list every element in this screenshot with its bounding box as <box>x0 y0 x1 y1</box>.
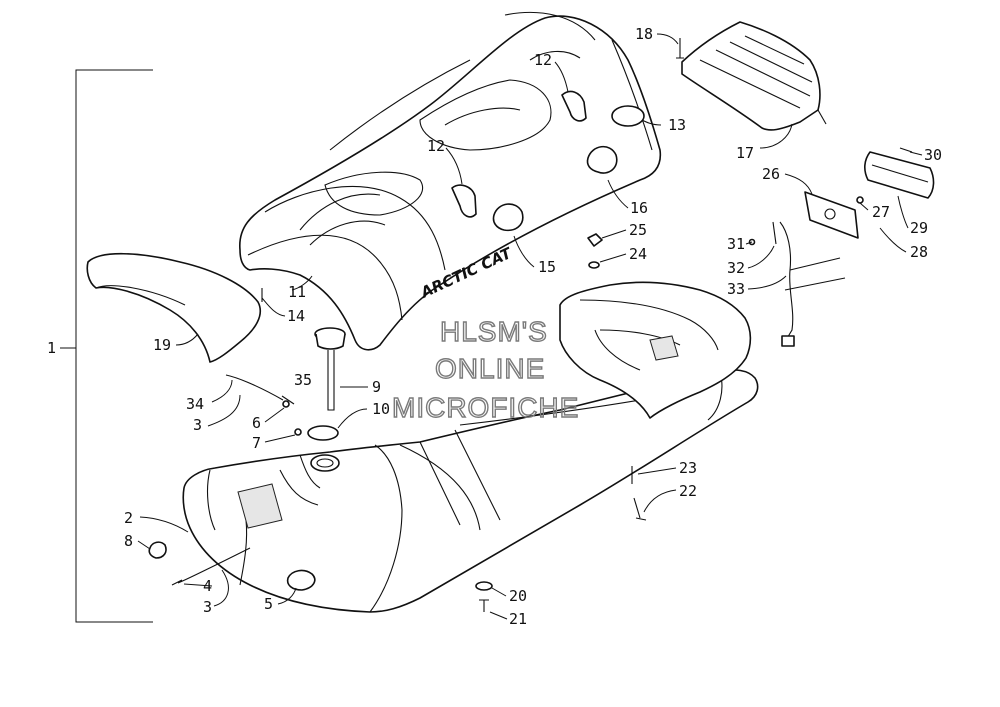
callout-11: 11 <box>288 283 306 301</box>
callout-21: 21 <box>509 610 527 628</box>
callout-labels: 1 2 3 3 4 5 6 7 8 9 10 11 12 12 13 14 15… <box>47 25 942 628</box>
callout-12-front: 12 <box>427 137 445 155</box>
callout-12-rear: 12 <box>534 51 552 69</box>
callout-17: 17 <box>736 144 754 162</box>
callout-8: 8 <box>124 532 133 550</box>
rivet-part-7 <box>294 428 302 436</box>
bolt-part-27 <box>856 196 864 204</box>
callout-14: 14 <box>287 307 305 325</box>
screw-part-21 <box>479 599 489 612</box>
handle-part-12-rear <box>561 90 587 122</box>
tank-body-part-2 <box>182 369 759 613</box>
bolt-part-22 <box>633 497 647 521</box>
clamp-part-35 <box>281 395 295 405</box>
callout-2: 2 <box>124 509 133 527</box>
connector <box>781 335 795 347</box>
callout-3-lower: 3 <box>203 598 212 616</box>
washer-part-6 <box>282 400 290 408</box>
callout-23: 23 <box>679 459 697 477</box>
callout-34: 34 <box>186 395 204 413</box>
taillight-part-29 <box>864 151 935 199</box>
retainer-part-5 <box>286 569 316 591</box>
watermark-line-1: HLSM'S <box>440 316 548 347</box>
harness-part-33 <box>779 221 794 341</box>
cap-part-13 <box>611 105 645 127</box>
bracket-part-26 <box>804 191 859 239</box>
watermark: HLSM'S ONLINE MICROFICHE <box>391 315 579 423</box>
callout-6: 6 <box>252 414 261 432</box>
callout-3-upper: 3 <box>193 416 202 434</box>
snow-flap-part-17 <box>681 21 827 131</box>
callout-16: 16 <box>630 199 648 217</box>
mount-bar <box>784 257 846 291</box>
callout-28: 28 <box>910 243 928 261</box>
callout-35: 35 <box>294 371 312 389</box>
leader-lines <box>137 33 923 620</box>
callout-31: 31 <box>727 235 745 253</box>
screw-part-4 <box>171 547 251 586</box>
gas-cap-part-9 <box>314 327 346 411</box>
callout-1: 1 <box>47 339 56 357</box>
screw-part-32 <box>772 221 777 245</box>
screw-part-30 <box>899 147 913 153</box>
callout-13: 13 <box>668 116 686 134</box>
callout-7: 7 <box>252 434 261 452</box>
knob-part-15 <box>492 203 524 232</box>
callout-10: 10 <box>372 400 390 418</box>
callout-30: 30 <box>924 146 942 164</box>
callout-32: 32 <box>727 259 745 277</box>
callout-26: 26 <box>762 165 780 183</box>
callout-18: 18 <box>635 25 653 43</box>
callout-4: 4 <box>203 577 212 595</box>
grommet-part-20 <box>475 581 493 591</box>
knob-part-16 <box>586 145 618 174</box>
handle-part-12-front <box>451 184 477 218</box>
nut-part-25 <box>587 233 603 247</box>
assembly-bracket <box>60 69 153 623</box>
o-ring-part-10 <box>307 425 339 441</box>
filler-neck <box>310 454 340 472</box>
callout-22: 22 <box>679 482 697 500</box>
vent-hose-part-34 <box>225 374 284 401</box>
callout-24: 24 <box>629 245 647 263</box>
callout-15: 15 <box>538 258 556 276</box>
grommet-part-8 <box>148 541 167 559</box>
callout-27: 27 <box>872 203 890 221</box>
rear-tray <box>559 281 752 419</box>
seat-part-11 <box>239 11 662 351</box>
screw-part-18 <box>676 38 684 59</box>
bumper-part-19 <box>86 252 262 363</box>
callout-5: 5 <box>264 595 273 613</box>
callout-20: 20 <box>509 587 527 605</box>
washer-part-24 <box>588 261 600 269</box>
callout-25: 25 <box>629 221 647 239</box>
callout-33: 33 <box>727 280 745 298</box>
callout-19: 19 <box>153 336 171 354</box>
watermark-line-3: MICROFICHE <box>392 392 579 423</box>
watermark-line-2: ONLINE <box>435 353 545 384</box>
callout-9: 9 <box>372 378 381 396</box>
callout-29: 29 <box>910 219 928 237</box>
